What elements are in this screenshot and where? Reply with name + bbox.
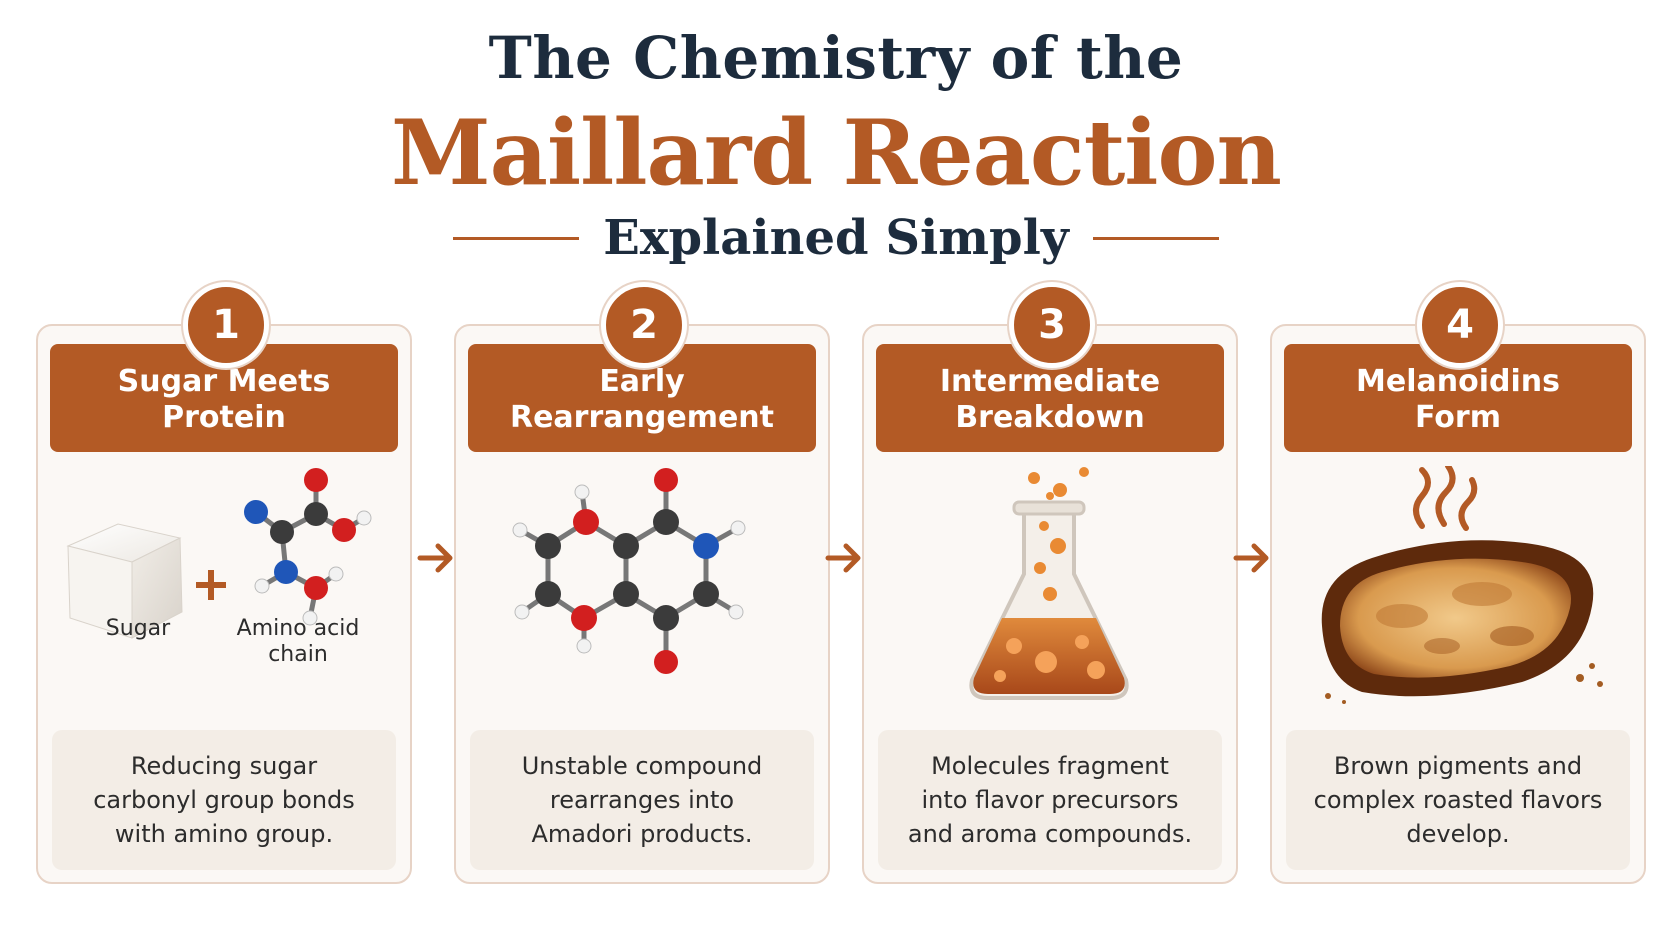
- step-description-box-4: Brown pigments and complex roasted flavo…: [1286, 730, 1630, 870]
- step-title-4: Melanoidins Form: [1356, 364, 1560, 435]
- step-card-3: Intermediate Breakdown 3: [862, 282, 1238, 884]
- subtitle-rule-right: [1092, 236, 1219, 240]
- step-illustration-4: [1282, 463, 1636, 716]
- step-description-1: Reducing sugar carbonyl group bonds with…: [93, 752, 355, 848]
- step-description-box-1: Reducing sugar carbonyl group bonds with…: [52, 730, 396, 870]
- amino-acid-label: Amino acid chain: [236, 616, 360, 667]
- sugar-cube-plus-amino-acid-icon: [66, 468, 372, 639]
- title-line-1: The Chemistry of the: [488, 24, 1184, 92]
- step-description-3: Molecules fragment into flavor precursor…: [907, 752, 1193, 848]
- step-number-badge-4: 4: [1417, 282, 1503, 368]
- step-number-badge-2: 2: [601, 282, 687, 368]
- subtitle-rule-left: [453, 236, 580, 240]
- step-title-1: Sugar Meets Protein: [117, 364, 331, 435]
- step-title-3: Intermediate Breakdown: [939, 364, 1161, 435]
- arrow-right-icon: [1233, 543, 1269, 573]
- step-illustration-2: [466, 466, 820, 716]
- arrow-right-icon: [417, 543, 453, 573]
- molecule-structure-icon: [512, 468, 746, 674]
- step-card-1: Sugar Meets Protein 1: [36, 282, 412, 884]
- step-title-2: Early Rearrangement: [509, 364, 774, 435]
- step-number-badge-3: 3: [1009, 282, 1095, 368]
- step-description-4: Brown pigments and complex roasted flavo…: [1313, 752, 1603, 848]
- subtitle-row: Explained Simply: [0, 210, 1672, 266]
- plus-icon: [196, 570, 226, 600]
- step-card-2: Early Rearrangement 2: [454, 282, 830, 884]
- step-illustration-1: [48, 466, 402, 716]
- step-header-1: Sugar Meets Protein: [50, 344, 398, 452]
- step-description-box-3: Molecules fragment into flavor precursor…: [878, 730, 1222, 870]
- title-line-3: Explained Simply: [603, 210, 1069, 266]
- bubbling-flask-icon: [969, 467, 1129, 700]
- title-line-2: Maillard Reaction: [391, 100, 1282, 206]
- step-description-box-2: Unstable compound rearranges into Amador…: [470, 730, 814, 870]
- step-header-4: Melanoidins Form: [1284, 344, 1632, 452]
- arrow-right-icon: [825, 543, 861, 573]
- step-description-2: Unstable compound rearranges into Amador…: [521, 752, 763, 848]
- toasted-bread-icon: [1321, 463, 1603, 704]
- step-card-4: Melanoidins Form 4: [1270, 282, 1646, 884]
- step-number-badge-1: 1: [183, 282, 269, 368]
- step-illustration-3: [874, 466, 1228, 716]
- sugar-label: Sugar: [105, 616, 171, 641]
